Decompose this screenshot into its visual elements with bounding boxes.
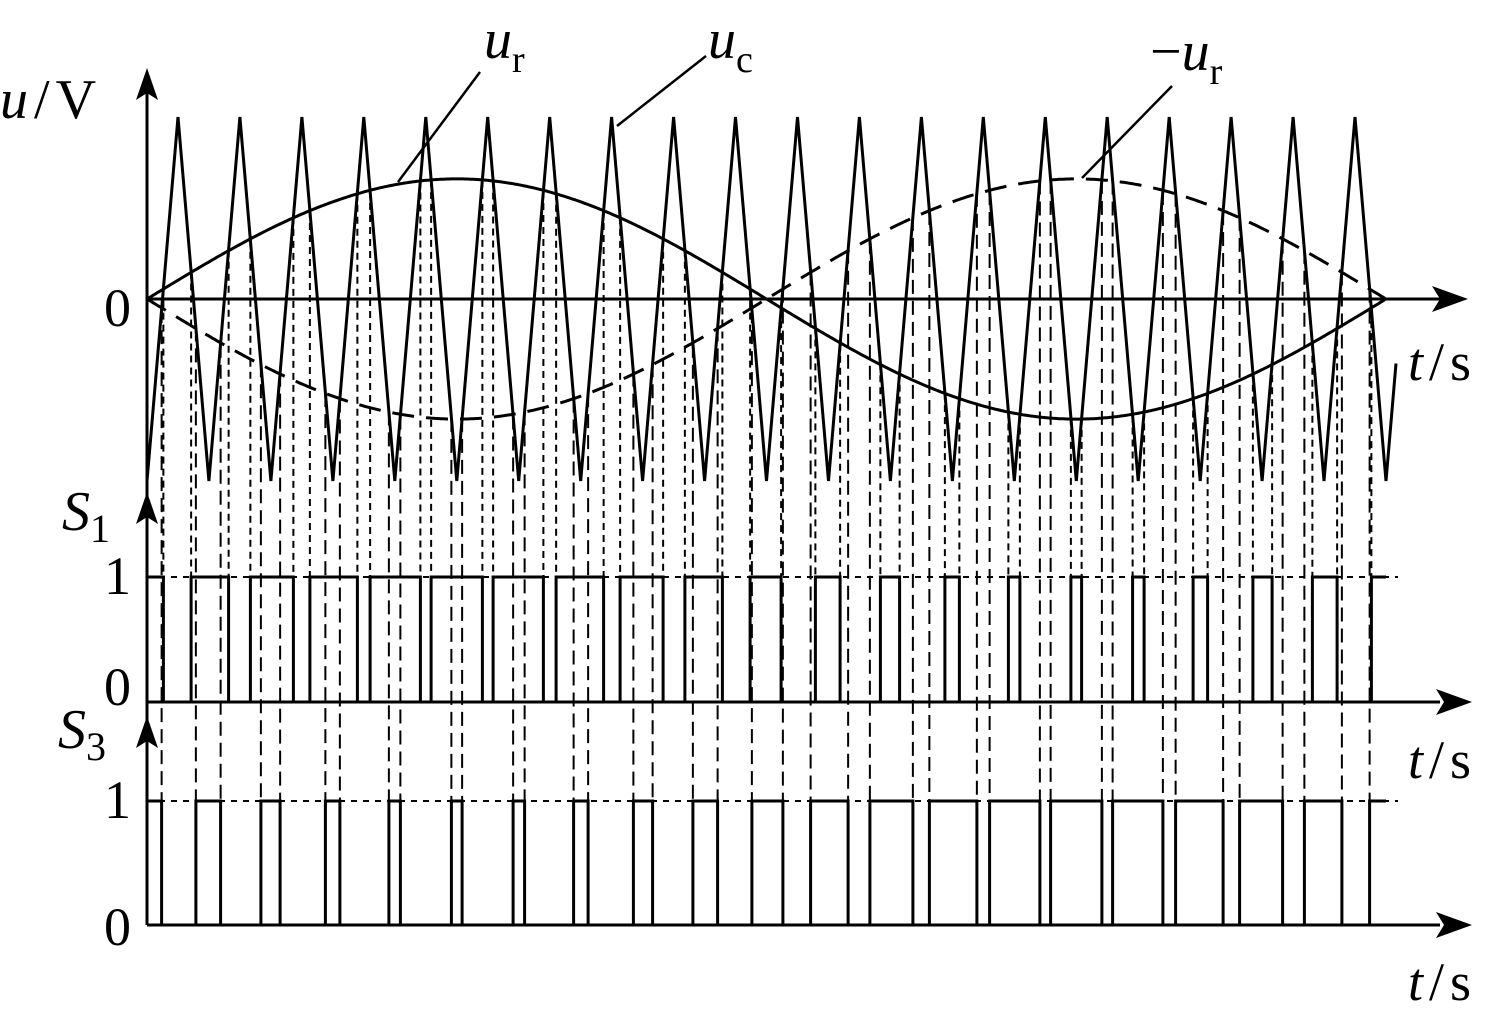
top-y-var: u xyxy=(0,69,28,131)
s3-pulse-train xyxy=(147,799,1386,927)
reference-label: ur xyxy=(484,9,525,81)
waveform-layer xyxy=(145,116,1398,927)
carrier-label: uc xyxy=(708,9,753,81)
top-x-slash: / xyxy=(1429,332,1444,392)
s1-pulse-train xyxy=(147,575,1386,704)
top-y-slash: / xyxy=(34,69,50,131)
labels-layer: u/V 0 t/s ur uc −ur S1 1 0 t/s S3 xyxy=(0,9,1471,1012)
reference-var: u xyxy=(484,9,512,71)
s3-x-var: t xyxy=(1408,952,1425,1012)
neg-reference-prefix: − xyxy=(1150,21,1182,83)
neg-reference-var: u xyxy=(1182,21,1210,83)
s3-y-sub: 3 xyxy=(86,724,106,769)
s3-y-label: S3 xyxy=(58,699,106,769)
axes-layer xyxy=(136,68,1472,938)
s1-x-slash: / xyxy=(1429,730,1444,790)
top-zero-label: 0 xyxy=(104,278,131,338)
top-x-unit: s xyxy=(1450,332,1471,392)
reference-sub: r xyxy=(512,39,525,81)
arrow-up-icon xyxy=(136,716,158,748)
s3-one-label: 1 xyxy=(104,770,131,830)
top-y-label: u/V xyxy=(0,69,96,131)
top-x-label: t/s xyxy=(1408,332,1471,392)
neg-reference-label: −ur xyxy=(1150,21,1223,93)
s1-one-label: 1 xyxy=(104,546,131,606)
s3-x-label: t/s xyxy=(1408,952,1471,1012)
s3-zero-label: 0 xyxy=(104,897,131,957)
s1-y-sub: 1 xyxy=(90,506,110,551)
s3-x-slash: / xyxy=(1429,952,1444,1012)
neg-reference-leader xyxy=(1081,85,1173,179)
carrier-var: u xyxy=(708,9,736,71)
s1-zero-label: 0 xyxy=(104,657,131,717)
s1-x-unit: s xyxy=(1450,730,1471,790)
top-x-var: t xyxy=(1408,332,1425,392)
carrier-leader xyxy=(616,55,707,127)
s3-x-unit: s xyxy=(1450,952,1471,1012)
s1-y-label: S1 xyxy=(62,481,110,551)
neg-reference-sub: r xyxy=(1210,51,1223,93)
s1-x-var: t xyxy=(1408,730,1425,790)
s3-y-var: S xyxy=(58,699,86,761)
reference-leader xyxy=(396,71,482,183)
arrow-right-icon xyxy=(1436,689,1472,715)
arrow-up-icon xyxy=(136,68,158,100)
arrow-right-icon xyxy=(1436,912,1472,938)
s1-y-var: S xyxy=(62,481,90,543)
top-y-unit: V xyxy=(56,69,96,131)
s1-x-label: t/s xyxy=(1408,730,1471,790)
arrow-right-icon xyxy=(1432,286,1468,312)
arrow-up-icon xyxy=(136,492,158,524)
carrier-sub: c xyxy=(736,39,753,81)
